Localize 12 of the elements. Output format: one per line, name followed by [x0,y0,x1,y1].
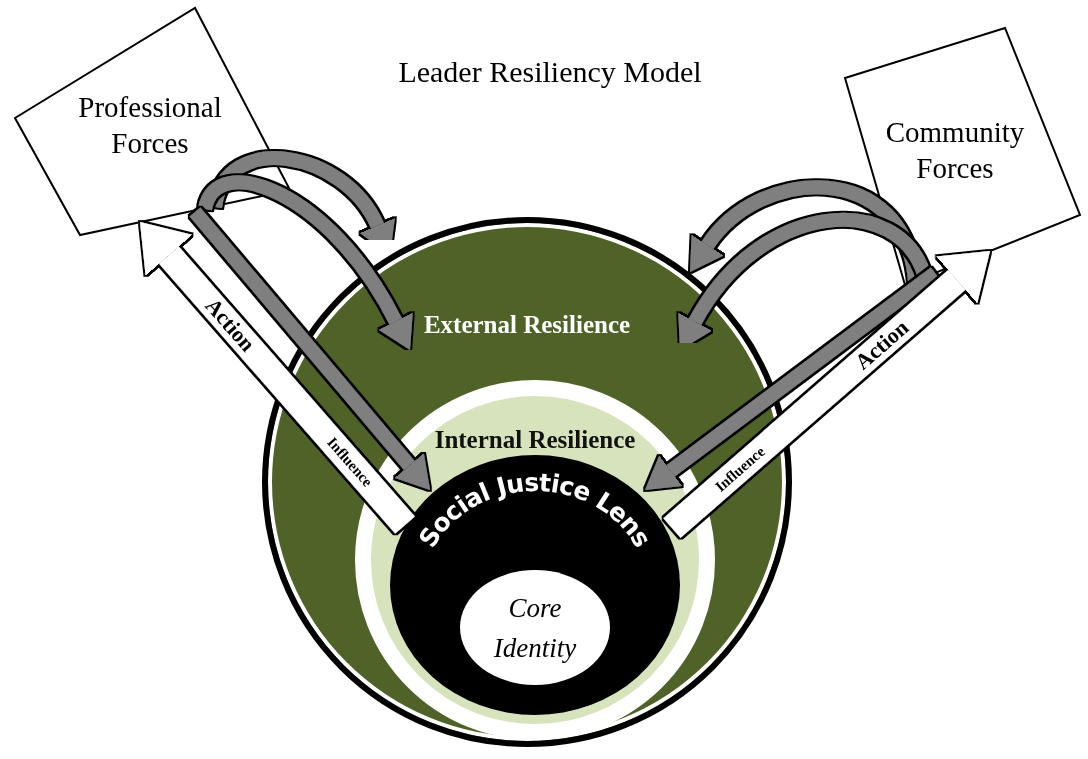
curved-arrow [189,207,430,490]
curved-arrow [198,175,413,350]
core-label: Core Identity [492,592,578,665]
lens-ring [390,455,680,715]
ring-label: External Resilience [423,311,631,339]
box-label: Professional Forces [77,90,223,161]
box-label: Community Forces [884,115,1026,186]
block-arrow [663,251,990,538]
ring-label: Internal Resilience [434,426,636,454]
curved-arrow [678,212,932,349]
diagram-title: Leader Resiliency Model [397,55,703,89]
curved-arrow [645,267,940,490]
